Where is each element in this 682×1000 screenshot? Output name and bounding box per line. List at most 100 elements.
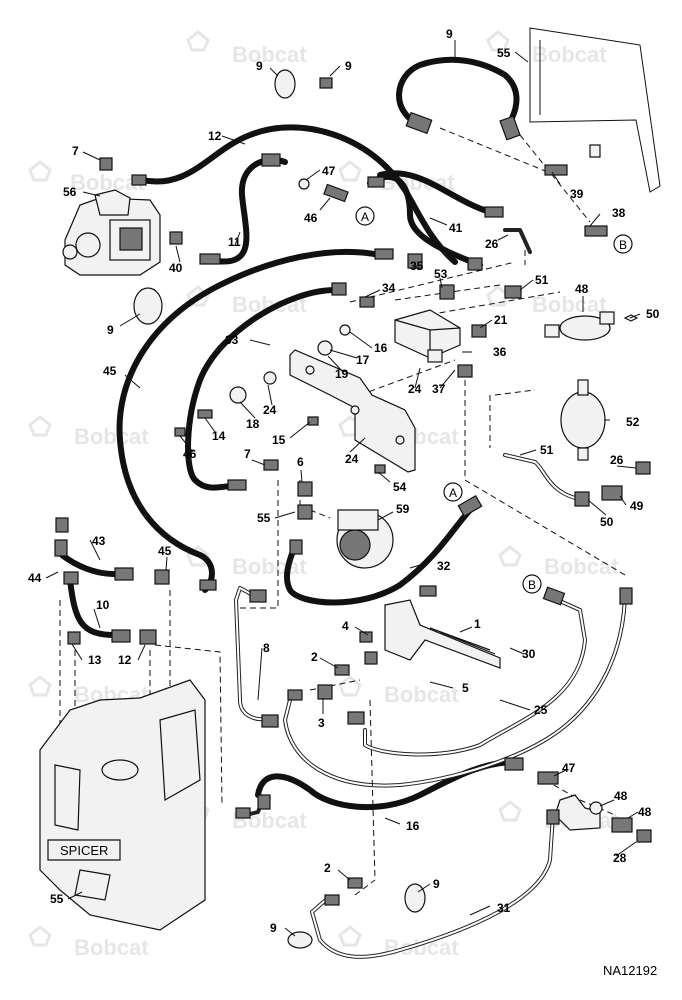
reference-markers: A B A B	[355, 206, 633, 594]
callout: 9	[256, 59, 263, 73]
callout: 1	[474, 617, 481, 631]
callout: 18	[246, 417, 260, 431]
transmission: SPICER	[39, 679, 206, 931]
callout: 8	[263, 641, 270, 655]
callout-leaders	[45, 40, 641, 937]
callout: 12	[208, 129, 222, 143]
callout: 56	[63, 185, 77, 199]
callout: 31	[497, 901, 511, 915]
callout: 53	[434, 267, 448, 281]
callout: 55	[497, 46, 511, 60]
watermark-text: Bobcat	[384, 682, 459, 707]
callout: 41	[449, 221, 463, 235]
callout: 39	[570, 187, 584, 201]
reference-label-b: B	[528, 578, 536, 592]
callout-labels: 9 55 9 9 12 7 56 47 46 41 26 38 39 40 11…	[28, 27, 660, 935]
callout: 26	[610, 453, 624, 467]
fittings	[54, 69, 652, 949]
callout: 33	[225, 333, 239, 347]
callout: 9	[433, 877, 440, 891]
accumulator-clamp	[544, 311, 615, 341]
tubes	[234, 228, 627, 959]
callout: 7	[244, 447, 251, 461]
callout: 47	[562, 761, 576, 775]
reference-label-a: A	[449, 486, 457, 500]
callout: 3	[318, 716, 325, 730]
callout: 50	[646, 307, 660, 321]
callout: 55	[50, 892, 64, 906]
callout: 48	[614, 789, 628, 803]
callout: 51	[535, 273, 549, 287]
tube-23	[503, 228, 532, 254]
callout: 28	[613, 851, 627, 865]
watermark-top-right: Bobcat	[486, 30, 607, 67]
callout: 45	[158, 544, 172, 558]
callout: 24	[408, 382, 422, 396]
svg-text:SPICER: SPICER	[60, 843, 108, 858]
callout: 50	[600, 515, 614, 529]
callout: 2	[311, 650, 318, 664]
hose-41	[367, 174, 483, 268]
callout: 52	[626, 415, 640, 429]
callout: 9	[345, 59, 352, 73]
callout: 15	[272, 433, 286, 447]
hose-14	[396, 56, 520, 127]
valve-motor	[336, 509, 394, 569]
reference-circle-b	[522, 574, 542, 594]
reference-circle-a	[355, 206, 375, 226]
hose-16	[207, 156, 288, 265]
callout: 6	[297, 455, 304, 469]
watermark-row5-right: Bobcat	[498, 545, 619, 579]
hose-32	[283, 505, 475, 606]
watermark-text: Bobcat	[384, 935, 459, 960]
hose-18	[59, 552, 121, 578]
accumulator	[560, 379, 606, 461]
callout: 34	[382, 281, 396, 295]
watermark-row3-right: Bobcat	[486, 285, 607, 317]
watermark-text: Bobcat	[532, 292, 607, 317]
watermark-row4-left: Bobcat	[28, 415, 149, 449]
callout: 55	[257, 511, 271, 525]
callout: 40	[169, 261, 183, 275]
callout: 43	[92, 534, 106, 548]
watermark-text: Bobcat	[74, 935, 149, 960]
callout: 26	[485, 237, 499, 251]
callout: 2	[324, 861, 331, 875]
tube-50	[503, 453, 577, 500]
manifold-block	[394, 309, 461, 363]
hose-41b	[377, 170, 493, 215]
callout: 47	[322, 164, 336, 178]
watermark-row6-right: Bobcat	[338, 675, 459, 707]
reference-label-b: B	[619, 238, 627, 252]
callout: 32	[437, 559, 451, 573]
watermark-text: Bobcat	[74, 424, 149, 449]
callout: 25	[534, 703, 548, 717]
callout: 54	[393, 480, 407, 494]
callout: 24	[263, 403, 277, 417]
callout: 19	[335, 367, 349, 381]
callout: 9	[446, 27, 453, 41]
callout: 7	[72, 144, 79, 158]
callout: 5	[462, 681, 469, 695]
drawing-number: NA12192	[603, 963, 657, 978]
reference-circle-a	[443, 482, 463, 502]
callout: 35	[410, 259, 424, 273]
callout: 37	[432, 382, 446, 396]
hydraulic-pump	[62, 189, 161, 276]
callout: 59	[396, 502, 410, 516]
callout: 49	[630, 499, 644, 513]
callout: 46	[183, 447, 197, 461]
watermark-row2-left: Bobcat	[28, 160, 145, 195]
callout: 17	[356, 353, 370, 367]
callout: 46	[304, 211, 318, 225]
callout: 38	[612, 206, 626, 220]
callout: 16	[406, 819, 420, 833]
hose-17	[139, 124, 458, 265]
watermark-text: Bobcat	[532, 42, 607, 67]
mounting-bracket	[289, 349, 416, 473]
window-glass-outline	[529, 27, 661, 193]
callout: 16	[374, 341, 388, 355]
callout: 11	[228, 235, 241, 249]
watermark-text: Bobcat	[544, 554, 619, 579]
watermark-top-left: Bobcat	[186, 30, 307, 67]
